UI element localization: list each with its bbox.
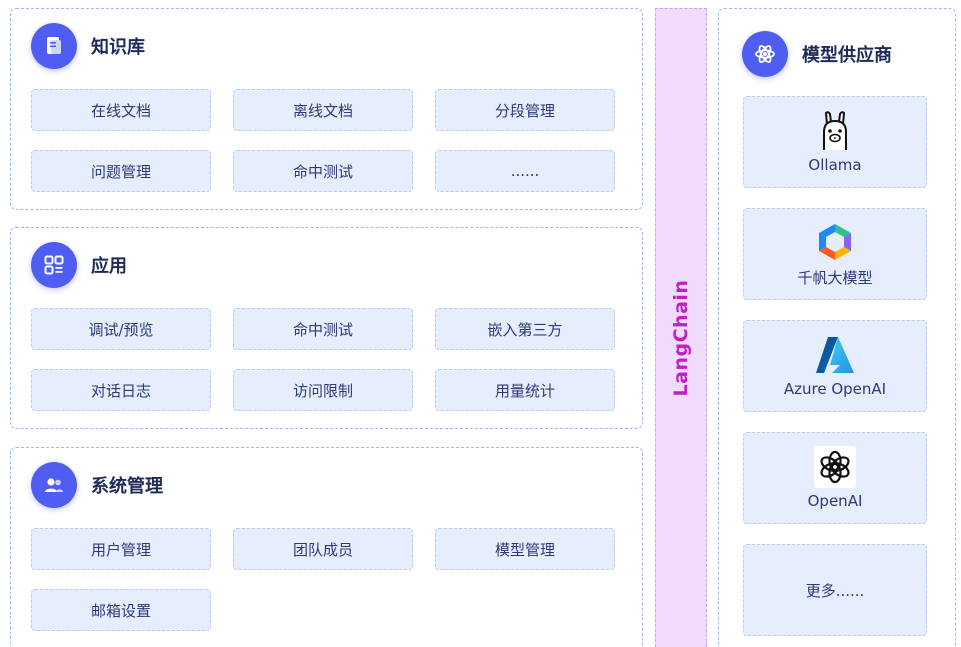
chip-online-docs[interactable]: 在线文档 bbox=[31, 89, 211, 131]
provider-name: Ollama bbox=[808, 156, 862, 174]
atom-icon bbox=[742, 31, 788, 77]
qianfan-icon bbox=[814, 221, 856, 263]
system-management-title: 系统管理 bbox=[91, 476, 163, 497]
chip-user-management[interactable]: 用户管理 bbox=[31, 528, 211, 570]
chip-embed-third-party[interactable]: 嵌入第三方 bbox=[435, 308, 615, 350]
provider-openai[interactable]: OpenAI bbox=[743, 432, 927, 524]
provider-qianfan[interactable]: 千帆大模型 bbox=[743, 208, 927, 300]
provider-name: Azure OpenAI bbox=[783, 380, 887, 398]
apps-grid-icon bbox=[31, 242, 77, 288]
provider-name: OpenAI bbox=[807, 492, 863, 510]
chip-hit-test[interactable]: 命中测试 bbox=[233, 308, 413, 350]
model-providers-title: 模型供应商 bbox=[802, 45, 892, 66]
system-management-panel: 系统管理 用户管理 团队成员 模型管理 邮箱设置 bbox=[10, 447, 643, 647]
knowledge-base-title: 知识库 bbox=[91, 37, 145, 58]
model-providers-header: 模型供应商 bbox=[742, 31, 892, 77]
langchain-layer: LangChain bbox=[655, 8, 707, 647]
chip-usage-stats[interactable]: 用量统计 bbox=[435, 369, 615, 411]
application-header: 应用 bbox=[31, 242, 127, 288]
provider-ollama[interactable]: Ollama bbox=[743, 96, 927, 188]
document-icon bbox=[31, 23, 77, 69]
provider-name: 千帆大模型 bbox=[797, 268, 873, 287]
knowledge-base-panel: 知识库 在线文档 离线文档 分段管理 问题管理 命中测试 ...... bbox=[10, 8, 643, 210]
users-icon bbox=[31, 462, 77, 508]
chip-access-limit[interactable]: 访问限制 bbox=[233, 369, 413, 411]
chip-hit-test[interactable]: 命中测试 bbox=[233, 150, 413, 192]
system-management-header: 系统管理 bbox=[31, 462, 163, 508]
openai-icon bbox=[814, 446, 856, 488]
application-panel: 应用 调试/预览 命中测试 嵌入第三方 对话日志 访问限制 用量统计 bbox=[10, 227, 643, 429]
provider-name: 更多...... bbox=[805, 581, 865, 600]
langchain-label: LangChain bbox=[670, 279, 692, 397]
chip-segment-management[interactable]: 分段管理 bbox=[435, 89, 615, 131]
chip-question-management[interactable]: 问题管理 bbox=[31, 150, 211, 192]
application-title: 应用 bbox=[91, 256, 127, 277]
chip-team-members[interactable]: 团队成员 bbox=[233, 528, 413, 570]
model-providers-panel: 模型供应商 Ollama bbox=[718, 8, 956, 647]
knowledge-base-header: 知识库 bbox=[31, 23, 145, 69]
provider-more[interactable]: 更多...... bbox=[743, 544, 927, 636]
llama-icon bbox=[818, 110, 852, 152]
chip-debug-preview[interactable]: 调试/预览 bbox=[31, 308, 211, 350]
chip-chat-logs[interactable]: 对话日志 bbox=[31, 369, 211, 411]
chip-email-settings[interactable]: 邮箱设置 bbox=[31, 589, 211, 631]
chip-more[interactable]: ...... bbox=[435, 150, 615, 192]
chip-offline-docs[interactable]: 离线文档 bbox=[233, 89, 413, 131]
provider-azure-openai[interactable]: Azure OpenAI bbox=[743, 320, 927, 412]
chip-model-management[interactable]: 模型管理 bbox=[435, 528, 615, 570]
azure-icon bbox=[814, 334, 856, 376]
